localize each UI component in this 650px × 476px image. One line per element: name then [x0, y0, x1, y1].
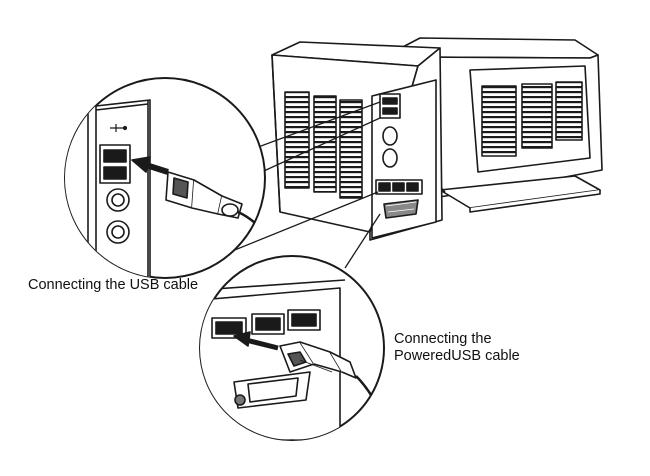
powered-usb-port-row: [211, 309, 321, 339]
insert-arrow-icon: [233, 331, 279, 351]
crt-monitor: [396, 37, 603, 213]
powered-usb-callout: [199, 255, 385, 441]
usb-caption: Connecting the USB cable: [28, 277, 199, 293]
pc-tower: [271, 41, 443, 241]
serial-port: [233, 371, 311, 409]
usb-trident-icon: [110, 124, 128, 132]
powered-usb-caption-line2: PoweredUSB cable: [394, 348, 520, 364]
powered-usb-caption-line1: Connecting the: [394, 331, 492, 347]
powered-usb-caption: Connecting the PoweredUSB cable: [394, 331, 520, 365]
insert-arrow-icon: [131, 156, 169, 175]
usb-callout: [64, 77, 266, 279]
